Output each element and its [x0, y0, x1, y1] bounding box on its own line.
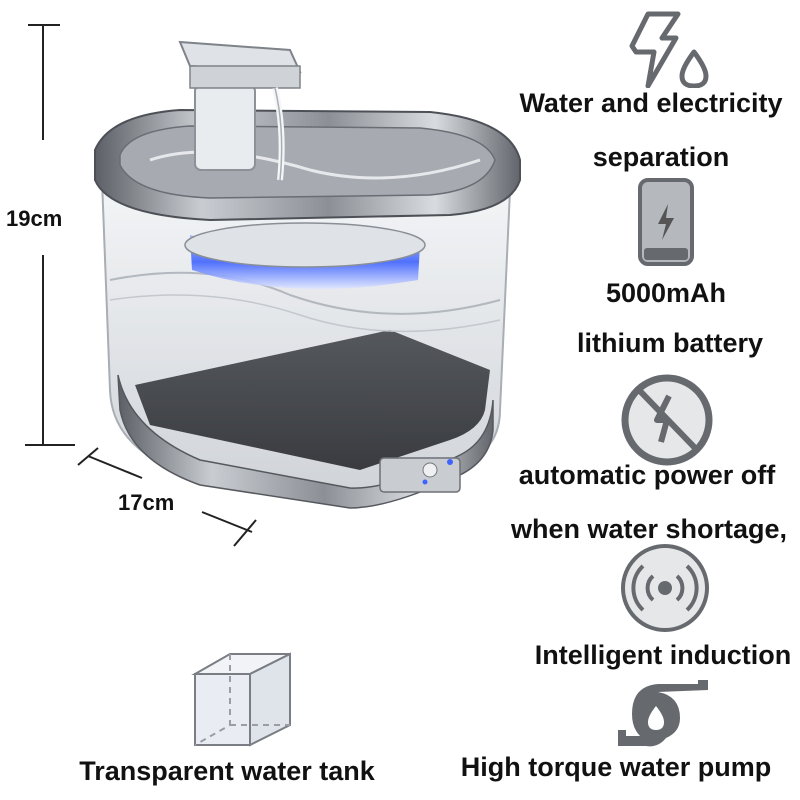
- feature-5-line1: High torque water pump: [460, 752, 772, 782]
- width-label: 17cm: [118, 490, 175, 515]
- feature-2-line1: 5000mAh: [605, 278, 727, 308]
- pet-water-fountain-image: [94, 40, 521, 509]
- power-off-icon: [621, 374, 713, 466]
- water-electricity-icon: [629, 11, 709, 88]
- induction-icon: [621, 544, 709, 632]
- water-pump-icon: [618, 680, 708, 747]
- feature-1-line2: separation: [592, 142, 730, 172]
- feature-1-line1: Water and electricity: [519, 88, 783, 118]
- transparent-cube-icon: [191, 652, 291, 747]
- tank-label: Transparent water tank: [79, 756, 375, 786]
- feature-3-line2: when water shortage,: [510, 514, 788, 544]
- height-label: 19cm: [6, 206, 63, 231]
- feature-2-line2: lithium battery: [576, 328, 764, 358]
- feature-3-line1: automatic power off: [518, 460, 776, 490]
- battery-icon: [638, 178, 694, 266]
- feature-4-line1: Intelligent induction: [534, 640, 792, 670]
